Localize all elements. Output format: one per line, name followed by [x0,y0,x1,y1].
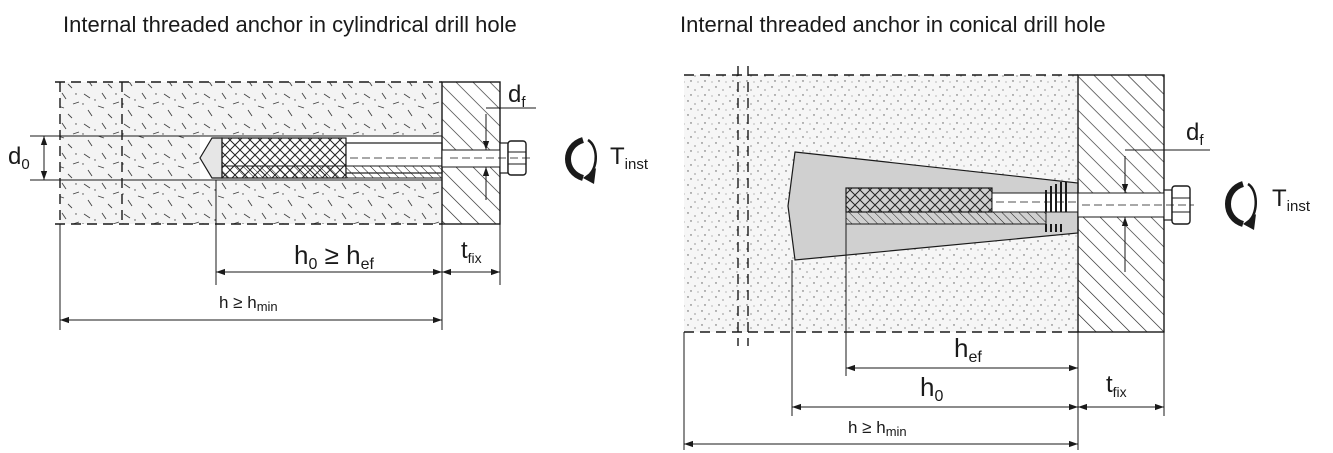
right-diagram: df Tinst hef h0 tfix [683,66,1311,450]
right-anchor [845,182,1079,232]
right-hef-dimension: hef [846,333,1078,372]
left-df-dimension: df [482,81,536,200]
left-hmin-dimension: h ≥ hmin [60,293,442,324]
left-torque-symbol: Tinst [565,137,649,184]
tinst-label: Tinst [610,143,649,173]
tfix-label: tfix [461,237,482,266]
hef-label: hef [954,333,982,366]
df-label-right: df [1186,119,1204,149]
df-label: df [508,81,526,111]
left-d0-dimension: d0 [8,135,60,181]
left-diagram-title: Internal threaded anchor in cylindrical … [63,12,517,37]
right-fixture-plate [1077,74,1165,333]
right-df-dimension: df [1121,119,1210,272]
right-diagram-title: Internal threaded anchor in conical dril… [680,12,1106,37]
right-hmin-dimension: h ≥ hmin [684,418,1078,448]
h0-hef-label: h0 ≥ hef [294,240,374,273]
left-anchor [199,137,443,179]
right-h0-dimension: h0 [792,372,1078,411]
right-torque-symbol: Tinst [1225,181,1311,230]
d0-label: d0 [8,143,30,173]
right-expansion-ribs [1045,182,1067,232]
right-bolt-head [1082,185,1194,225]
right-tfix-dimension: tfix [1078,371,1164,411]
tinst-label-right: Tinst [1272,185,1311,215]
h0-label: h0 [920,372,943,405]
left-tfix-dimension: tfix [442,237,500,276]
hmin-label: h ≥ hmin [219,293,278,314]
tfix-label-right: tfix [1106,371,1127,400]
left-h0-hef-dimension: h0 ≥ hef [216,240,442,276]
left-diagram: d0 df Tinst h0 ≥ hef tfix [8,81,649,330]
hmin-label-right: h ≥ hmin [848,418,907,439]
left-fixture-plate [441,81,501,225]
left-bolt-head [450,140,530,176]
